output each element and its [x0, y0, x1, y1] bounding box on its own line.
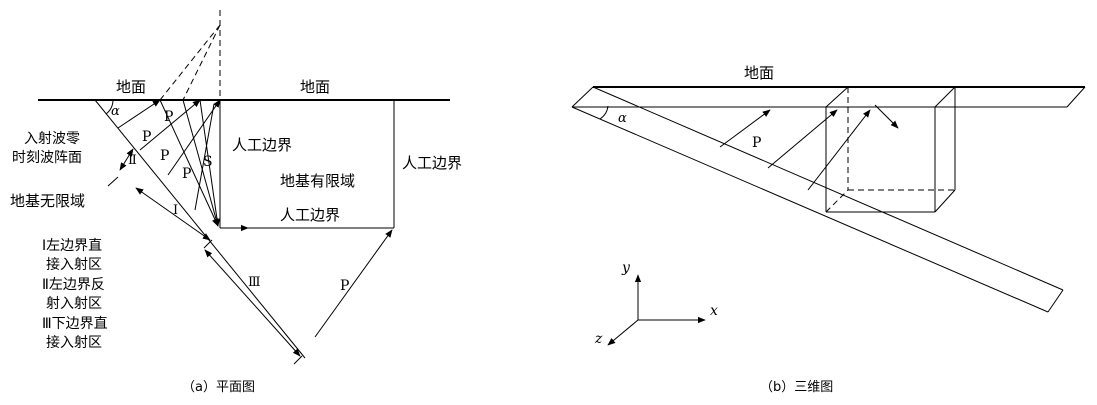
band-end — [1047, 289, 1064, 313]
down-ray-3 — [199, 99, 221, 227]
box-bottom-right-depth — [934, 189, 956, 213]
zone-I-label: Ⅰ — [173, 203, 178, 218]
artificial-boundary-left-label: 人工边界 — [232, 136, 292, 154]
tick-3 — [293, 355, 303, 365]
plane-left-edge — [571, 86, 594, 108]
ray-p-bottom — [314, 229, 393, 338]
down-ray-2 — [182, 99, 219, 227]
incident-wave-line1: 入射波零 — [24, 131, 80, 147]
zone-III-label: Ⅲ — [248, 275, 261, 290]
legend-line-6: 接入射区 — [46, 334, 102, 351]
axis-z — [607, 319, 639, 346]
ray-p2 — [139, 99, 201, 151]
dashed-line-2 — [182, 24, 221, 101]
ray-b-reflect — [874, 104, 899, 129]
ray-b-2 — [767, 109, 838, 169]
plane-right-edge — [1066, 86, 1086, 108]
legend-line-4: 射入射区 — [46, 296, 102, 312]
left-infinite-label: 地基无限域 — [10, 192, 85, 210]
band-top-line — [592, 86, 1064, 291]
ray-p1 — [117, 99, 161, 129]
ground-label-left: 地面 — [116, 78, 146, 96]
artificial-boundary-right-label: 人工边界 — [402, 154, 462, 172]
box-top-left-depth — [825, 86, 849, 108]
ground-label-right: 地面 — [300, 78, 330, 96]
wave-p-label-4: P — [182, 166, 191, 182]
axis-x-label: x — [710, 303, 718, 319]
panel-a: 地面 地面 α 入射波零 时刻波阵面 地基无限域 人工边界 人工边界 地基有限域… — [10, 10, 462, 395]
ray-b-3 — [807, 109, 871, 191]
ground-label-b: 地面 — [744, 64, 774, 82]
zone-II-label: Ⅱ — [128, 153, 137, 168]
dim-II — [119, 148, 134, 171]
ray-p3 — [167, 99, 221, 176]
wave-p-label-b: P — [752, 135, 761, 151]
wave-p-label-1: P — [164, 109, 173, 125]
caption-a: （a）平面图 — [182, 380, 255, 395]
dim-III — [204, 249, 301, 357]
legend-line-3: Ⅱ左边界反 — [42, 277, 105, 293]
band-bottom-line — [571, 106, 1049, 313]
legend-line-2: 接入射区 — [46, 256, 102, 273]
axis-y-label: y — [621, 260, 631, 276]
axis-z-label: z — [594, 331, 603, 347]
alpha-label-a: α — [111, 104, 120, 119]
legend-line-1: Ⅰ左边界直 — [42, 237, 102, 254]
wave-p-label-bottom: P — [340, 278, 349, 294]
dashed-line-1 — [159, 24, 221, 101]
artificial-boundary-bottom-label: 人工边界 — [280, 206, 340, 224]
box-hidden-depth — [825, 189, 849, 213]
panel-b: 地面 α P x y z （b）三维图 — [571, 64, 1086, 395]
alpha-label-b: α — [618, 111, 627, 126]
alpha-arc-b — [599, 105, 609, 120]
wave-p-label-3: P — [160, 148, 169, 164]
incident-wave-line2: 时刻波阵面 — [12, 150, 82, 166]
wave-s-label: S — [203, 154, 213, 170]
ray-b-1 — [719, 109, 771, 148]
dim-I — [135, 187, 211, 241]
finite-domain-label: 地基有限域 — [280, 172, 355, 190]
legend-line-5: Ⅲ下边界直 — [42, 315, 108, 332]
tick-2 — [203, 239, 213, 249]
alpha-arc-a — [105, 99, 114, 115]
box-top-right-depth — [934, 86, 956, 108]
wave-p-label-2: P — [142, 129, 151, 145]
tick-1 — [107, 176, 119, 187]
caption-b: （b）三维图 — [760, 380, 833, 395]
